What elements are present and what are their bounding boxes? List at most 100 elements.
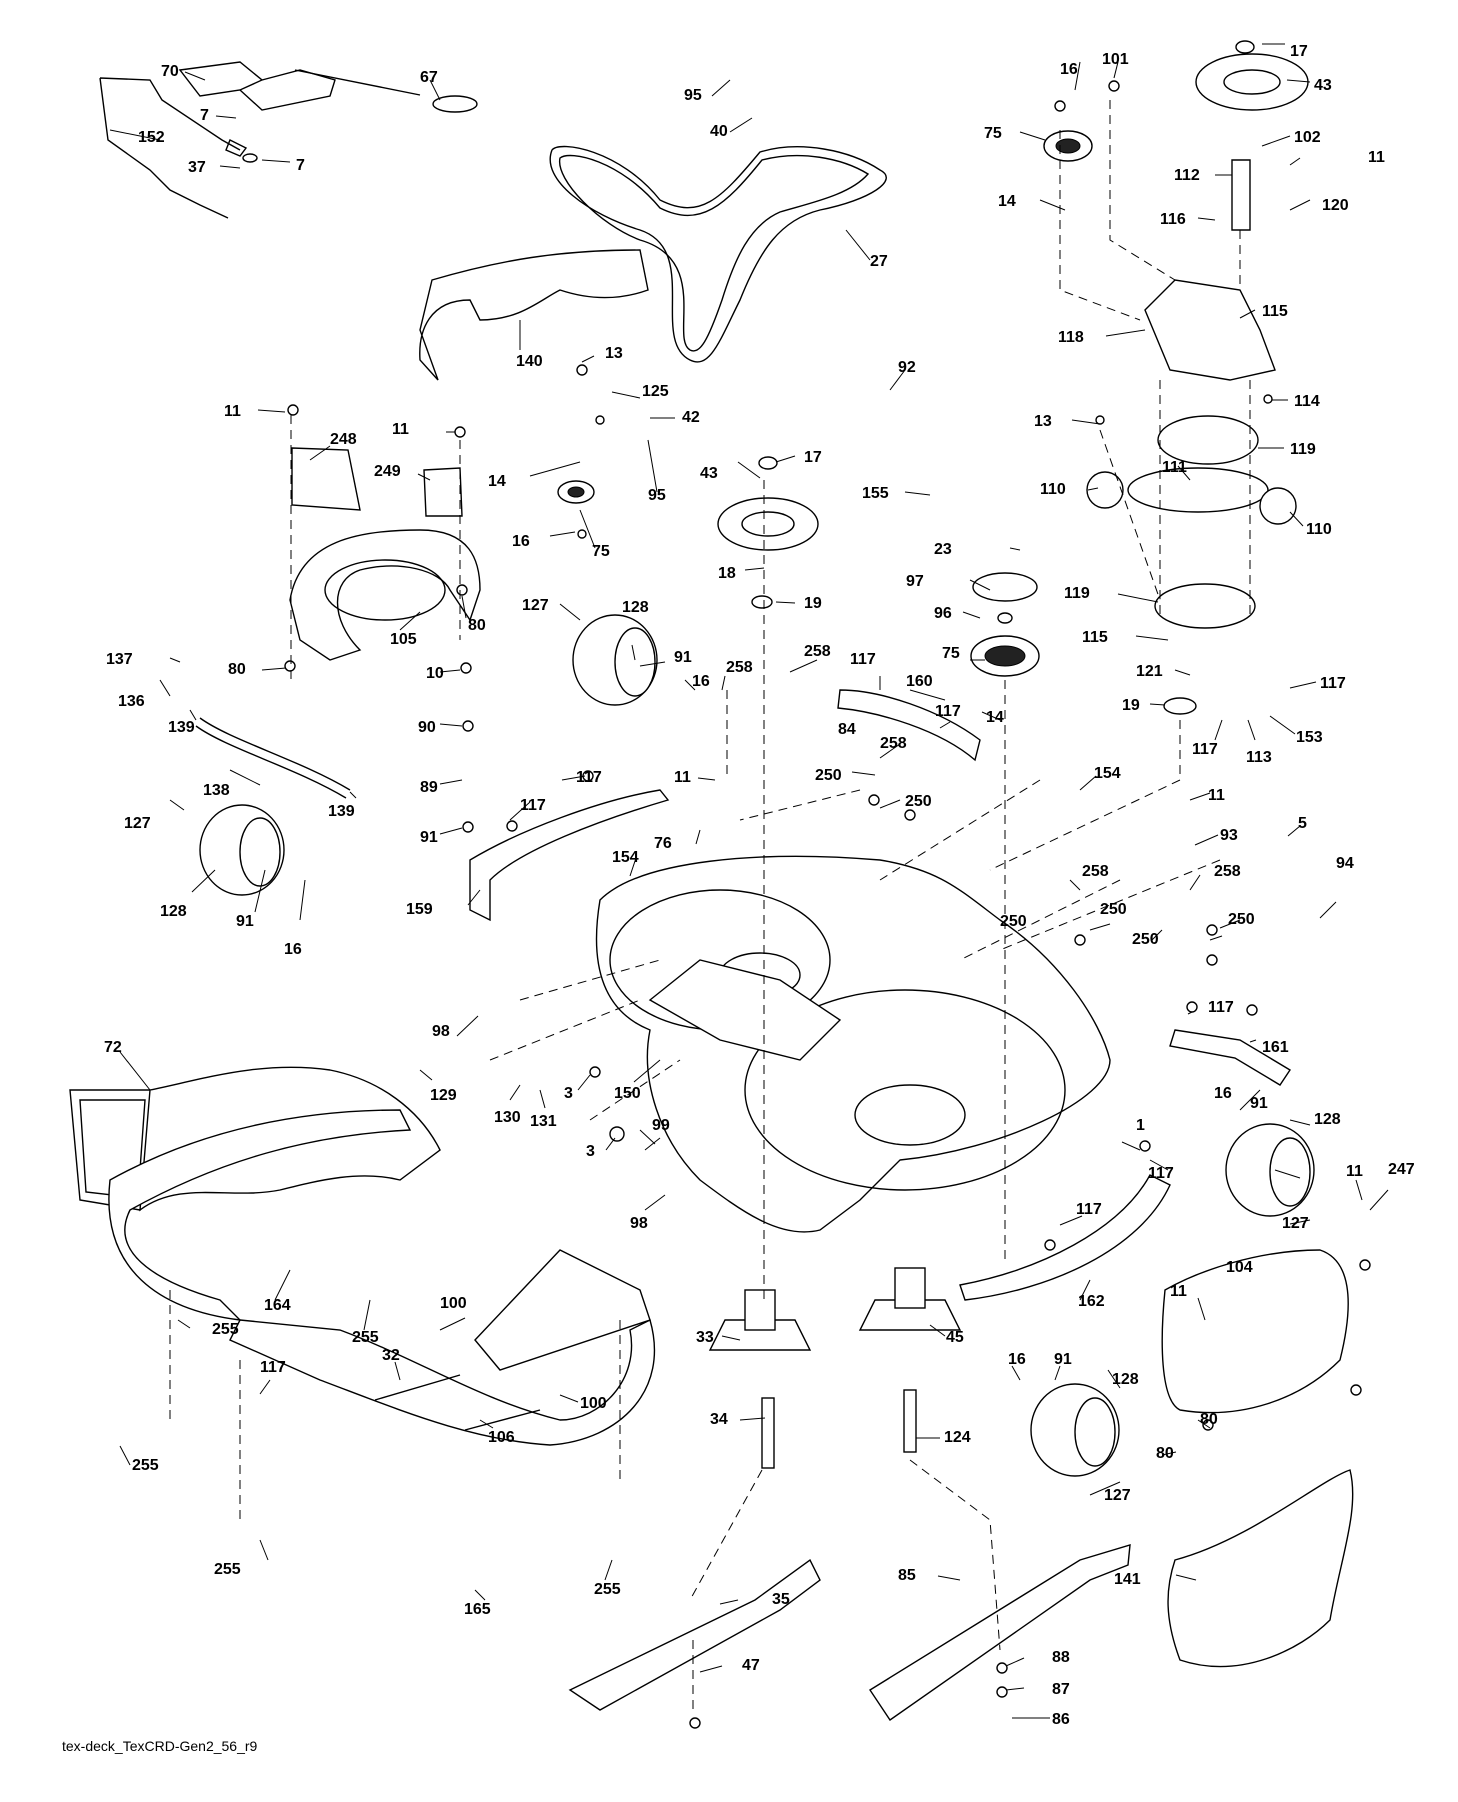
callout-33: 33: [696, 1329, 714, 1346]
callout-16: 16: [284, 941, 302, 958]
callout-127: 127: [522, 597, 549, 614]
callout-16: 16: [1060, 61, 1078, 78]
callout-18: 18: [718, 565, 736, 582]
callout-104: 104: [1226, 1259, 1253, 1276]
callout-116: 116: [1160, 211, 1186, 228]
blade-85: [869, 1544, 1131, 1721]
callout-119: 119: [1064, 585, 1090, 602]
callout-75: 75: [592, 543, 610, 560]
callout-17: 17: [1290, 43, 1308, 60]
callout-154: 154: [1094, 765, 1121, 782]
callout-3: 3: [586, 1143, 595, 1160]
wheel-bracket-160: [837, 689, 981, 762]
callout-117: 117: [520, 797, 546, 814]
belt-cover-141: [1167, 1469, 1354, 1668]
callout-117: 117: [1076, 1201, 1102, 1218]
callout-155: 155: [862, 485, 889, 502]
drive-belt-part: [549, 145, 887, 363]
callout-16: 16: [512, 533, 530, 550]
callout-42: 42: [682, 409, 700, 426]
callout-117: 117: [1208, 999, 1234, 1016]
callout-165: 165: [464, 1601, 491, 1618]
callout-76: 76: [654, 835, 672, 852]
callout-92: 92: [898, 359, 916, 376]
callout-17: 17: [804, 449, 822, 466]
callout-43: 43: [1314, 77, 1332, 94]
callout-105: 105: [390, 631, 417, 648]
callout-255: 255: [132, 1457, 159, 1474]
callout-121: 121: [1136, 663, 1163, 680]
callout-90: 90: [418, 719, 436, 736]
callout-250: 250: [1000, 913, 1027, 930]
callout-16: 16: [1214, 1085, 1232, 1102]
callout-128: 128: [622, 599, 649, 616]
callout-112: 112: [1174, 167, 1200, 184]
callout-139: 139: [168, 719, 195, 736]
gear-110-right: [1259, 487, 1297, 525]
callout-154: 154: [612, 849, 639, 866]
callout-127: 127: [124, 815, 151, 832]
callout-labels: 70 67 7 7 152 37 95 40 27 140 13 125 42 …: [104, 43, 1415, 1728]
callout-14: 14: [998, 193, 1016, 210]
callout-7: 7: [200, 107, 209, 124]
callout-250: 250: [1100, 901, 1127, 918]
pulley-75-right: [970, 572, 1040, 677]
callout-258: 258: [880, 735, 907, 752]
callout-43: 43: [700, 465, 718, 482]
callout-19: 19: [1122, 697, 1140, 714]
callout-102: 102: [1294, 129, 1321, 146]
callout-127: 127: [1104, 1487, 1131, 1504]
callout-88: 88: [1052, 1649, 1070, 1666]
callout-139: 139: [328, 803, 355, 820]
callout-13: 13: [1034, 413, 1052, 430]
callout-11: 11: [674, 769, 691, 786]
callout-95: 95: [648, 487, 666, 504]
callout-11: 11: [1346, 1163, 1363, 1180]
callout-94: 94: [1336, 855, 1354, 872]
callout-250: 250: [905, 793, 932, 810]
callout-27: 27: [870, 253, 888, 270]
callout-152: 152: [138, 129, 165, 146]
shield-plate-248: [291, 447, 361, 511]
callout-110: 110: [1040, 481, 1066, 498]
callout-96: 96: [934, 605, 952, 622]
callout-45: 45: [946, 1329, 964, 1346]
assembly-lines: [169, 100, 1251, 1710]
callout-255: 255: [352, 1329, 379, 1346]
spring-32: [374, 1374, 461, 1401]
callout-23: 23: [934, 541, 952, 558]
callout-258: 258: [726, 659, 753, 676]
mower-deck-housing-1: [595, 855, 1111, 1233]
idler-pulley-75-top: [1043, 130, 1093, 162]
callout-101: 101: [1102, 51, 1129, 68]
callout-35: 35: [772, 1591, 790, 1608]
callout-131: 131: [530, 1113, 557, 1130]
callout-80: 80: [468, 617, 486, 634]
callout-125: 125: [642, 383, 669, 400]
callout-162: 162: [1078, 1293, 1105, 1310]
callout-13: 13: [605, 345, 623, 362]
bearing-19-center: [751, 595, 773, 609]
callout-161: 161: [1262, 1039, 1289, 1056]
gauge-wheel-128-b: [199, 804, 285, 896]
callout-127: 127: [1282, 1215, 1309, 1232]
callout-117: 117: [1320, 675, 1346, 692]
shield-plate-249: [423, 467, 463, 517]
lift-linkage-part: [99, 61, 478, 219]
callout-164: 164: [264, 1297, 291, 1314]
callout-91: 91: [674, 649, 692, 666]
gauge-wheel-128-c: [1225, 1123, 1315, 1217]
callout-258: 258: [1214, 863, 1241, 880]
callout-75: 75: [942, 645, 960, 662]
callout-70: 70: [161, 63, 179, 80]
callout-129: 129: [430, 1087, 457, 1104]
callout-80: 80: [228, 661, 246, 678]
parts-artwork: [69, 40, 1371, 1729]
callout-115: 115: [1262, 303, 1288, 320]
shaft-112: [1231, 159, 1251, 231]
callout-16: 16: [1008, 1351, 1026, 1368]
callout-5: 5: [1298, 815, 1307, 832]
callout-98: 98: [630, 1215, 648, 1232]
callout-138: 138: [203, 782, 230, 799]
callout-34: 34: [710, 1411, 728, 1428]
